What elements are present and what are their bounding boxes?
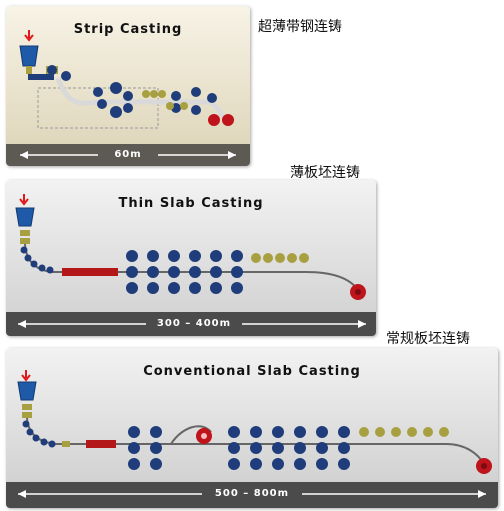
roll-icon — [228, 426, 350, 470]
thin-slab-title: Thin Slab Casting — [118, 196, 264, 211]
strip-casting-title: Strip Casting — [73, 22, 183, 37]
thin-slab-length: 300 – 400m — [146, 318, 242, 329]
down-arrow-icon — [21, 370, 31, 382]
heater-icon — [62, 268, 118, 276]
thin-slab-diagram — [6, 180, 376, 336]
rolling-stand-icon — [142, 90, 188, 110]
conventional-panel: Conventional Slab Casting 500 – 800m — [6, 348, 498, 508]
down-arrow-icon — [24, 30, 34, 42]
conventional-title: Conventional Slab Casting — [143, 364, 361, 379]
conventional-label-cn: 常规板坯连铸 — [386, 331, 470, 347]
thin-slab-label-cn: 薄板坯连铸 — [290, 165, 360, 181]
roll-icon — [126, 250, 243, 294]
roll-icon — [20, 246, 54, 274]
conventional-length: 500 – 800m — [202, 488, 302, 499]
strip-casting-label-cn: 超薄带钢连铸 — [258, 19, 342, 35]
heater-icon — [86, 440, 116, 448]
thin-slab-panel: Thin Slab Casting 300 – 400m — [6, 180, 376, 336]
conventional-diagram — [6, 348, 498, 508]
strip-casting-length: 60m — [98, 149, 158, 160]
rolling-stand-icon — [359, 427, 449, 437]
coiler-icon — [208, 114, 234, 126]
coiler-icon — [350, 284, 366, 300]
coiler-icon — [476, 458, 492, 474]
coiler-icon — [196, 428, 212, 444]
strip-casting-diagram — [6, 6, 250, 166]
down-arrow-icon — [19, 194, 29, 206]
roll-icon — [128, 426, 162, 470]
ladle-icon — [17, 381, 37, 401]
roll-icon — [47, 65, 217, 118]
ladle-icon — [15, 207, 35, 227]
strip-casting-panel: Strip Casting 60m — [6, 6, 250, 166]
ladle-icon — [19, 45, 39, 67]
rolling-stand-icon — [251, 253, 309, 263]
roll-icon — [22, 420, 56, 448]
